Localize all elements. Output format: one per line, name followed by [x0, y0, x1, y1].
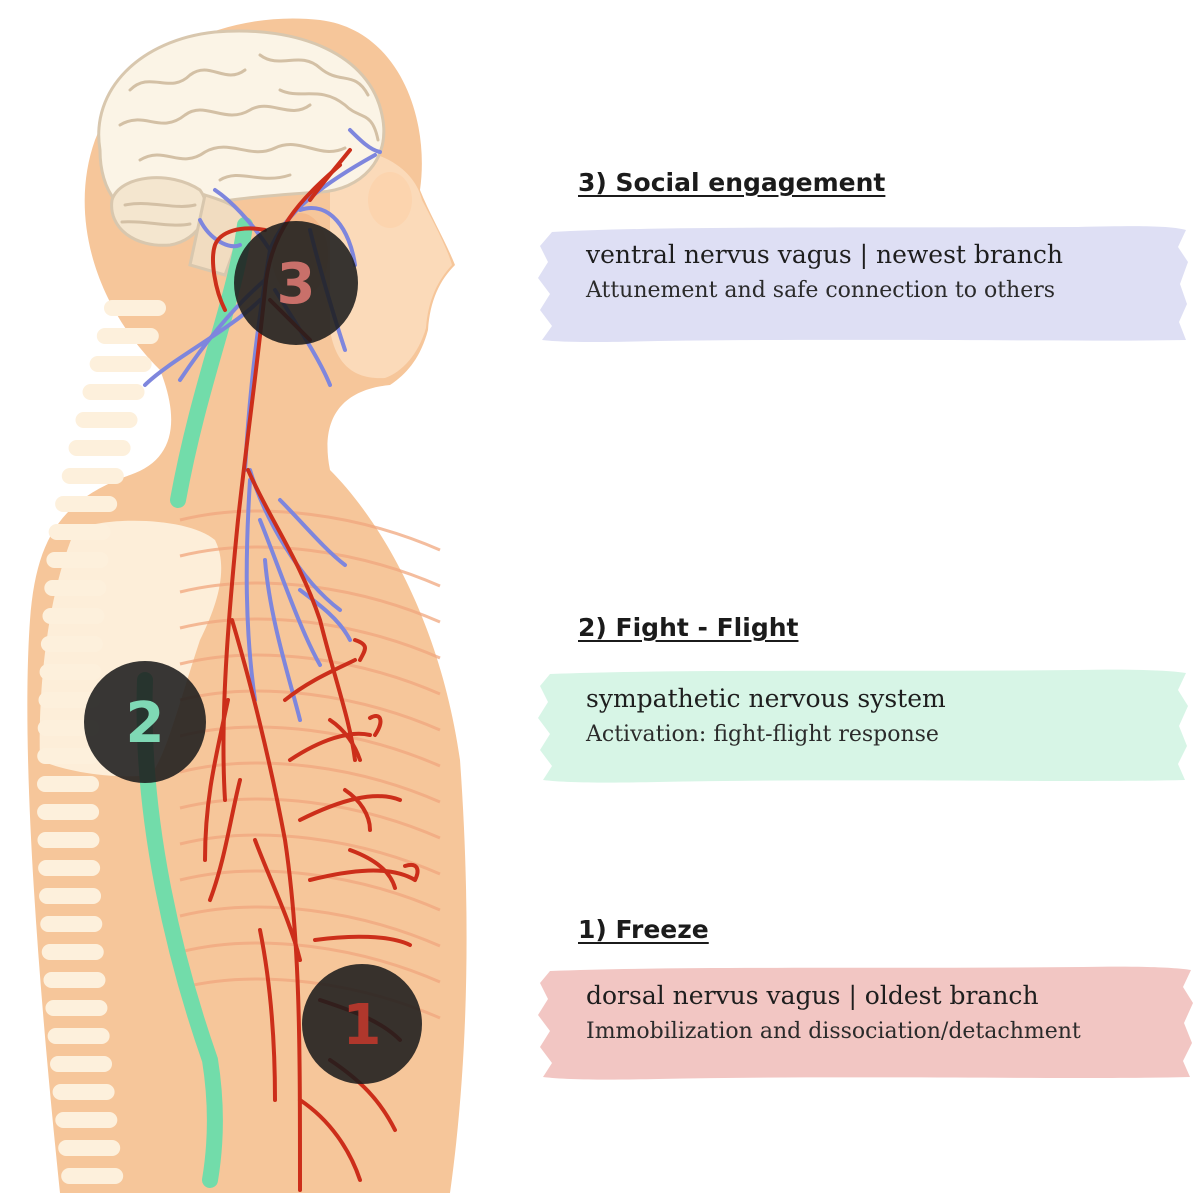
vertebra — [50, 1056, 113, 1072]
rib — [179, 797, 441, 840]
vertebra — [38, 692, 101, 708]
vertebra — [37, 748, 100, 764]
rib — [179, 761, 441, 804]
vertebra — [55, 1112, 118, 1128]
vertebra — [37, 832, 100, 848]
heading-fight-flight: 2) Fight - Flight — [578, 613, 799, 642]
vertebra — [38, 860, 101, 876]
vertebra — [96, 328, 159, 344]
rib — [179, 905, 441, 948]
vertebra — [82, 384, 145, 400]
vertebra — [40, 916, 103, 932]
band-fight-flight: sympathetic nervous system Activation: f… — [538, 666, 1188, 784]
vertebra — [37, 776, 100, 792]
heading-freeze: 1) Freeze — [578, 915, 709, 944]
vertebra — [68, 440, 131, 456]
rib — [179, 653, 441, 696]
marker-2: 2 — [84, 661, 206, 783]
vertebra — [40, 636, 103, 652]
vertebra — [37, 804, 100, 820]
brush-stroke-green — [538, 669, 1188, 783]
rib — [179, 725, 441, 768]
vertebra — [43, 972, 106, 988]
rib — [179, 941, 441, 984]
freeze-line2: Immobilization and dissociation/detachme… — [586, 1019, 1081, 1044]
marker-1: 1 — [302, 964, 422, 1084]
rib — [179, 617, 441, 660]
vertebra — [52, 1084, 115, 1100]
vertebra — [61, 468, 124, 484]
rib — [179, 689, 441, 732]
freeze-line1: dorsal nervus vagus | oldest branch — [586, 981, 1039, 1010]
vertebra — [44, 580, 107, 596]
spinal-cord-lower — [136, 672, 223, 1188]
rib — [179, 509, 441, 552]
marker-1-number: 1 — [343, 993, 382, 1058]
vertebrae — [37, 300, 166, 1184]
vertebra — [42, 608, 105, 624]
vertebra — [48, 524, 111, 540]
vertebra — [45, 1000, 108, 1016]
vertebra — [46, 552, 109, 568]
brain — [97, 29, 386, 277]
vertebra — [58, 1140, 121, 1156]
band-social-engagement: ventral nervus vagus | newest branch Att… — [538, 222, 1188, 344]
rib — [179, 833, 441, 876]
vertebra — [55, 496, 118, 512]
vertebra — [104, 300, 166, 316]
face-shading — [330, 149, 452, 379]
heading-social-engagement: 3) Social engagement — [578, 168, 886, 197]
rib — [179, 545, 441, 588]
vertebra — [39, 664, 102, 680]
rib — [179, 581, 441, 624]
fight-flight-line2: Activation: fight-flight response — [586, 722, 939, 747]
marker-3: 3 — [234, 221, 358, 345]
vertebra — [47, 1028, 110, 1044]
spinal-cord — [170, 217, 253, 508]
brush-stroke-purple — [538, 226, 1188, 342]
vertebra — [89, 356, 152, 372]
vertebra — [41, 944, 104, 960]
fight-flight-line1: sympathetic nervous system — [586, 684, 946, 713]
marker-2-number: 2 — [126, 691, 165, 756]
band-freeze: dorsal nervus vagus | oldest branch Immo… — [538, 963, 1193, 1081]
brush-stroke-red — [538, 966, 1193, 1080]
rib-cage — [179, 509, 441, 1020]
marker-3-number: 3 — [277, 252, 316, 317]
vertebra — [61, 1168, 124, 1184]
social-engagement-line2: Attunement and safe connection to others — [586, 278, 1056, 303]
rib — [179, 869, 441, 912]
social-engagement-line1: ventral nervus vagus | newest branch — [586, 240, 1063, 269]
vertebra — [75, 412, 138, 428]
eye-socket — [368, 172, 412, 228]
vertebra — [39, 888, 102, 904]
